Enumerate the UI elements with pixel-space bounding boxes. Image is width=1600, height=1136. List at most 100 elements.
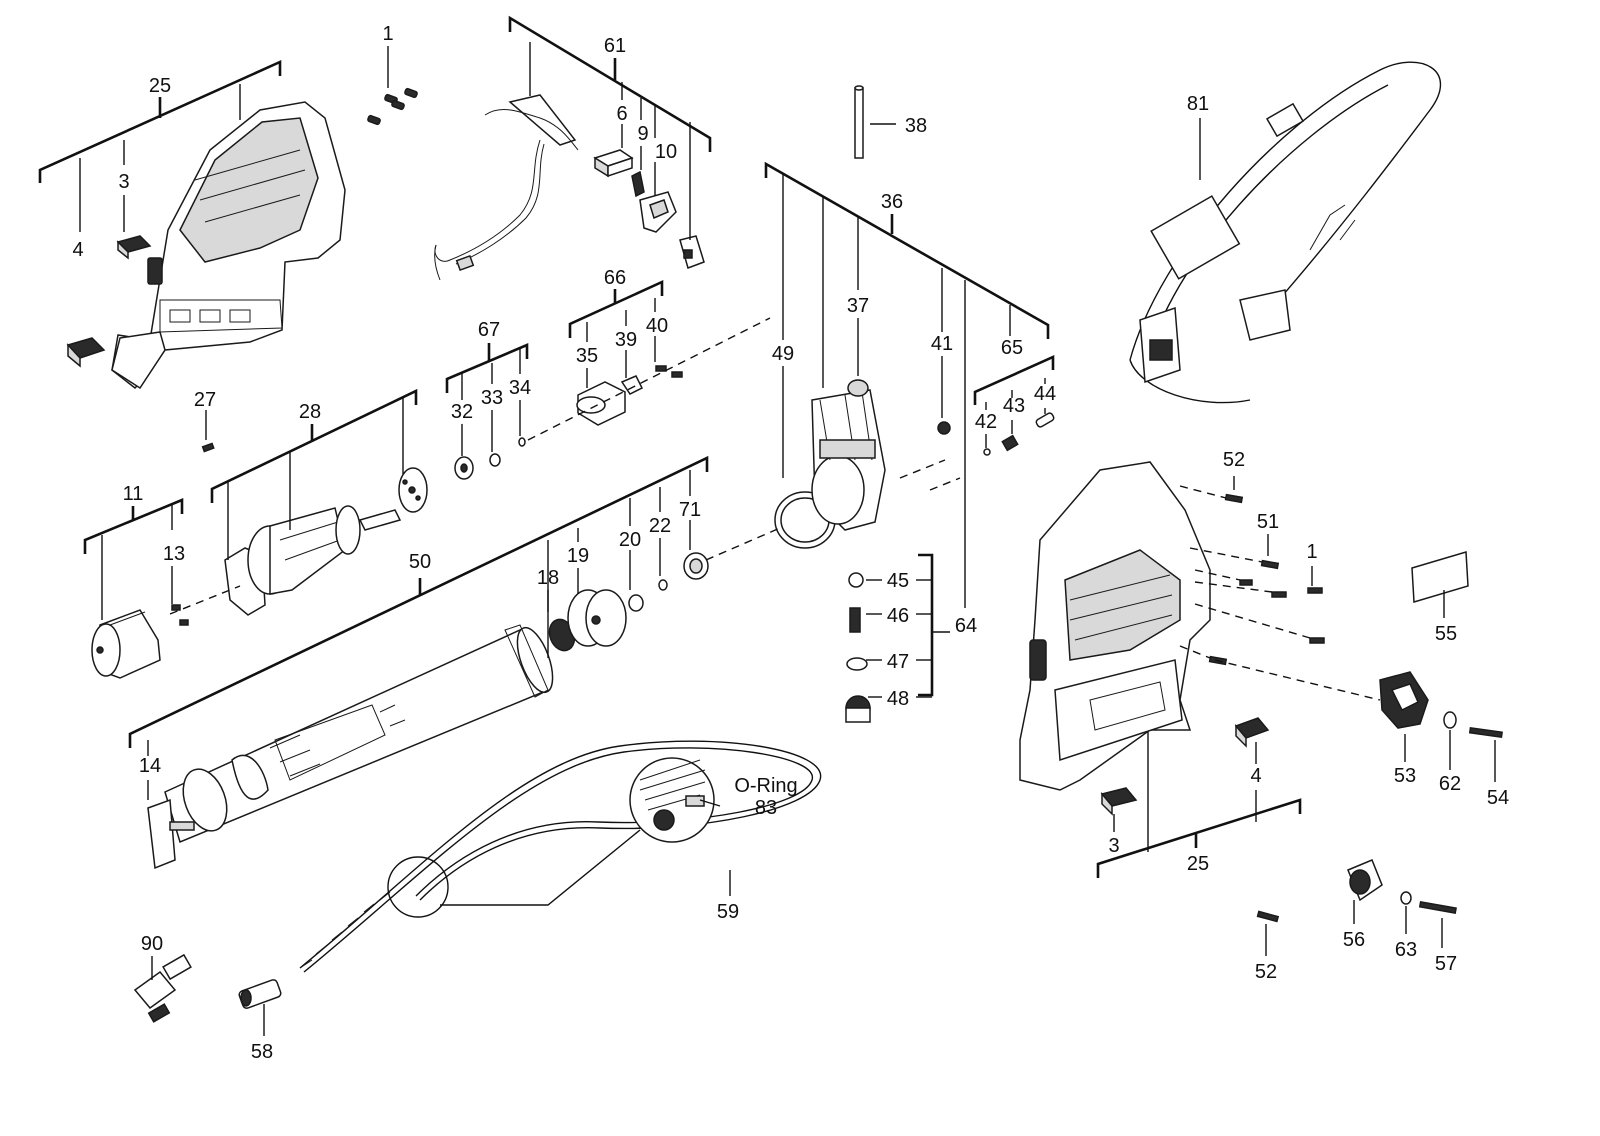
trigger-part xyxy=(639,191,677,233)
head-19 xyxy=(567,589,627,647)
label-61: 61 xyxy=(604,35,626,57)
label-41: 41 xyxy=(931,333,953,355)
label-46: 46 xyxy=(887,605,909,627)
label-3-left: 3 xyxy=(118,171,129,193)
wiring-harness xyxy=(434,94,579,281)
label-50: 50 xyxy=(409,551,431,573)
label-27: 27 xyxy=(194,389,216,411)
washer-63 xyxy=(1400,891,1412,905)
label-18: 18 xyxy=(537,567,559,589)
label-4-left: 4 xyxy=(72,239,83,261)
label-71: 71 xyxy=(679,499,701,521)
label-11: 11 xyxy=(123,483,144,505)
housing-half-left xyxy=(111,101,346,390)
label-65: 65 xyxy=(1001,337,1023,359)
label-37: 37 xyxy=(847,295,869,317)
label-64: 64 xyxy=(955,615,977,637)
washer-62 xyxy=(1443,711,1457,729)
label-51: 51 xyxy=(1257,511,1279,533)
ball-42 xyxy=(983,448,991,456)
plug-48 xyxy=(845,695,871,723)
label-56: 56 xyxy=(1343,929,1365,951)
motor xyxy=(91,609,161,679)
label-66: 66 xyxy=(604,267,626,289)
bearing-32 xyxy=(454,456,474,480)
label-43: 43 xyxy=(1003,395,1025,417)
plug-44 xyxy=(1035,412,1055,428)
washer-33 xyxy=(489,453,501,467)
label-38: 38 xyxy=(905,115,927,137)
housing-half-right xyxy=(1019,461,1211,791)
label-32: 32 xyxy=(451,401,473,423)
label-47: 47 xyxy=(887,651,909,673)
switch-button-part-right xyxy=(1100,787,1138,816)
label-35: 35 xyxy=(576,345,598,367)
label-67: 67 xyxy=(478,319,500,341)
label-54: 54 xyxy=(1487,787,1509,809)
label-1-right: 1 xyxy=(1306,541,1317,563)
bracket-lines xyxy=(38,15,1496,1036)
pin-38 xyxy=(854,85,864,159)
label-36: 36 xyxy=(881,191,903,213)
spring-43 xyxy=(1001,434,1019,452)
screws-top xyxy=(367,87,418,126)
label-55 xyxy=(1411,551,1469,603)
oring-47 xyxy=(846,657,868,671)
label-10: 10 xyxy=(655,141,677,163)
screw-40 xyxy=(655,365,667,372)
label-52-bottom: 52 xyxy=(1255,961,1277,983)
label-83: 83 xyxy=(755,797,777,819)
label-4-right: 4 xyxy=(1250,765,1261,787)
label-34: 34 xyxy=(509,377,531,399)
spring-46 xyxy=(849,607,861,633)
connector-part xyxy=(679,235,705,269)
coupler-90 xyxy=(133,953,192,1023)
label-45: 45 xyxy=(887,570,909,592)
motor-screws xyxy=(171,604,189,626)
lock-button-part xyxy=(66,337,106,368)
label-28: 28 xyxy=(299,401,321,423)
label-9: 9 xyxy=(637,123,648,145)
label-oring: O-Ring xyxy=(734,775,797,797)
pump-body xyxy=(774,379,886,549)
label-57: 57 xyxy=(1435,953,1457,975)
lock-button-part-right xyxy=(1234,717,1270,748)
switch-part xyxy=(593,149,634,178)
label-49: 49 xyxy=(772,343,794,365)
label-52-top: 52 xyxy=(1223,449,1245,471)
label-42: 42 xyxy=(975,411,997,433)
grease-tube xyxy=(147,624,554,870)
label-63: 63 xyxy=(1395,939,1417,961)
spring-part-9 xyxy=(631,170,645,198)
label-25-right: 25 xyxy=(1187,853,1209,875)
label-3-right: 3 xyxy=(1108,835,1119,857)
part-41 xyxy=(937,421,951,435)
seal-71 xyxy=(683,552,709,580)
label-40: 40 xyxy=(646,315,668,337)
label-53: 53 xyxy=(1394,765,1416,787)
washer-20 xyxy=(628,594,644,612)
screw-54 xyxy=(1468,726,1503,739)
bracket-39 xyxy=(620,375,644,395)
knob-56 xyxy=(1347,859,1383,902)
label-55: 55 xyxy=(1435,623,1457,645)
coupler-58 xyxy=(238,979,282,1009)
ring-34 xyxy=(518,437,526,447)
label-48: 48 xyxy=(887,688,909,710)
ball-45 xyxy=(848,572,864,588)
label-44: 44 xyxy=(1034,383,1056,405)
shoulder-strap xyxy=(1129,61,1442,404)
label-13: 13 xyxy=(163,543,185,565)
label-20: 20 xyxy=(619,529,641,551)
label-6: 6 xyxy=(616,103,627,125)
screw-40b xyxy=(671,371,683,378)
washer-22 xyxy=(658,579,668,591)
label-62: 62 xyxy=(1439,773,1461,795)
label-19: 19 xyxy=(567,545,589,567)
switch-button-part xyxy=(116,235,152,260)
hose xyxy=(299,740,822,973)
screw-57 xyxy=(1418,901,1457,914)
label-90: 90 xyxy=(141,933,163,955)
